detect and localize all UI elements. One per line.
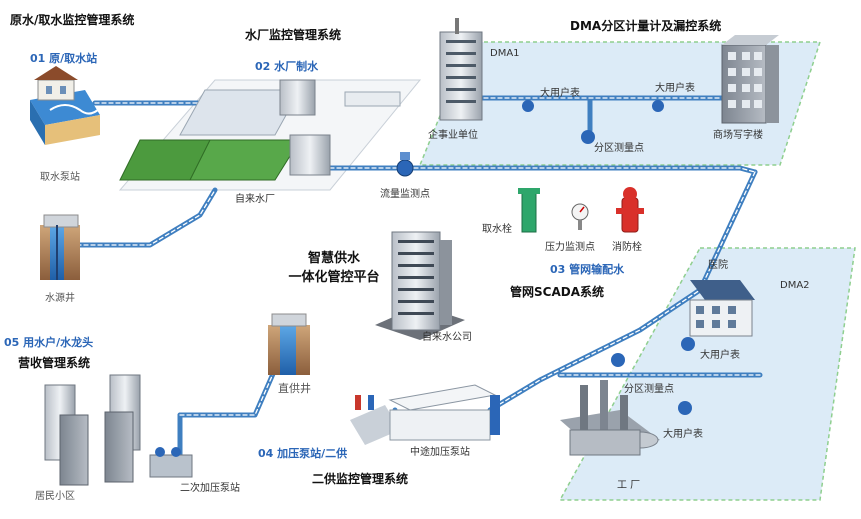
zone-meter-icon-dma2 [611,353,625,367]
water-plant-step: 02 水厂制水 [255,59,319,73]
booster-pump-icon [149,447,193,478]
dma1-title: DMA分区计量计及漏控系统 [570,18,721,33]
residential-icon [44,374,141,486]
mall-building-icon [721,35,779,124]
dma2-zone-point-label: 分区测量点 [624,382,674,395]
zone-meter-icon-dma1 [581,130,595,144]
meter-icon-dma2-a [681,337,695,351]
scada-title: 管网SCADA系统 [510,284,604,299]
hospital-label: 医院 [708,258,728,271]
direct-well-label: 直供井 [278,381,311,395]
water-plant-icon [119,79,401,181]
secondary-step: 04 加压泵站/二供 [258,446,347,460]
booster-label: 二次加压泵站 [180,481,240,494]
company-label: 自来水公司 [422,330,472,343]
secondary-title: 二供监控管理系统 [312,471,408,486]
network-step: 03 管网输配水 [550,262,625,276]
midway-label: 中途加压泵站 [410,445,470,458]
pump-station-label: 取水泵站 [40,170,80,183]
take-hydrant-label: 取水栓 [482,222,512,235]
pressure-gauge-icon [571,203,589,230]
dma1-zone-point-label: 分区测量点 [594,141,644,154]
flow-meter-icon [396,152,414,177]
raw-water-step: 01 原/取水站 [30,51,97,65]
dma1-meter-a-label: 大用户表 [540,86,580,99]
factory-icon [560,380,660,456]
meter-icon-dma2-b [678,401,692,415]
residential-label: 居民小区 [35,490,75,502]
billing-step: 05 用水户/水龙头 [4,335,93,349]
dma2-zone-label: DMA2 [780,280,810,291]
water-plant-title: 水厂监控管理系统 [245,27,341,42]
dma1-meter-b-label: 大用户表 [655,81,695,94]
office-building-icon [439,18,483,121]
hospital-building-icon [689,280,755,337]
pipe-network [67,95,763,463]
pressure-point-label: 压力监测点 [545,240,595,253]
fire-hydrant-icon [616,187,644,233]
raw-water-title: 原水/取水监控管理系统 [10,12,134,27]
dma2-meter-b-label: 大用户表 [663,427,703,440]
water-plant-label: 自来水厂 [235,192,275,205]
meter-icon-dma1-a [522,100,534,112]
meter-icon-dma1-b [652,100,664,112]
factory-label: 工 厂 [617,480,640,491]
dma1-zone-label: DMA1 [490,48,520,59]
source-well-label: 水源井 [45,291,75,304]
platform-line1: 智慧供水 [308,250,361,266]
pump-station-icon [30,66,101,145]
fire-hydrant-label: 消防栓 [612,240,642,253]
billing-title: 营收管理系统 [18,355,90,370]
dma1-mall-label: 商场写字楼 [713,128,763,141]
platform-line2: 一体化管控平台 [288,269,379,285]
take-hydrant-icon [518,188,540,233]
source-well-icon [40,214,80,280]
dma1-zone [418,41,822,166]
company-building-icon [375,231,465,340]
dma1-unit-label: 企事业单位 [428,128,478,141]
midway-pump-station-icon [350,384,500,445]
flow-point-label: 流量监测点 [380,187,430,200]
dma2-meter-a-label: 大用户表 [700,348,740,361]
direct-well-icon [268,313,310,375]
